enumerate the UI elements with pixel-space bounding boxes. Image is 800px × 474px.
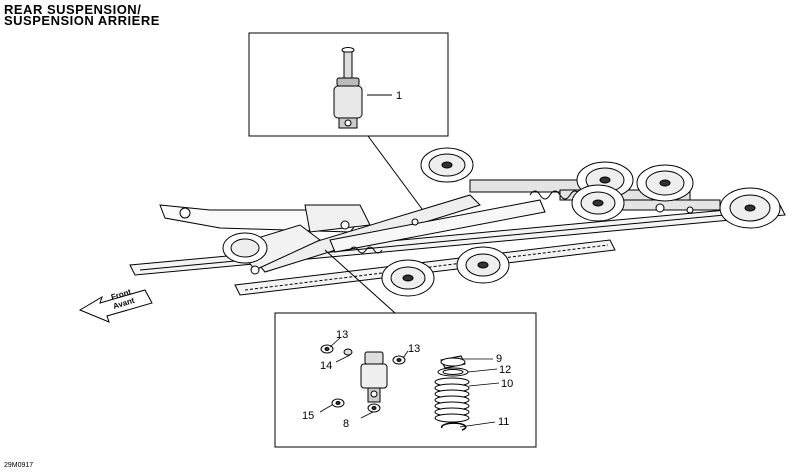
inset-box-bottom [274,312,537,448]
callout-9: 9 [496,353,502,365]
callout-13-left: 13 [336,329,348,341]
spring-stopper-part-9[interactable] [440,355,466,369]
spring-seat-part-12[interactable] [437,367,469,377]
callout-1: 1 [396,90,402,102]
diagram-code: 29M0917 [4,462,34,469]
leader-top-box [367,135,426,214]
callout-14: 14 [320,360,332,372]
center-shock-body[interactable] [360,351,388,403]
shock-absorber-part-1[interactable] [333,47,363,129]
callout-leaders [319,337,500,428]
leader-bottom-box [324,249,396,314]
lower-bushing-left[interactable] [331,398,345,408]
idler-wheel-far-rear[interactable] [719,187,781,229]
callout-11: 11 [498,416,509,428]
callout-13-right: 13 [408,343,420,355]
rear-suspension-assembly [129,179,786,296]
idler-wheel-upper-rear[interactable] [636,164,694,202]
callout-8: 8 [343,418,349,430]
idler-wheel-lower-middle[interactable] [381,259,435,297]
coil-spring-part-10[interactable] [434,377,470,423]
callout-12: 12 [499,364,511,376]
title-french: SUSPENSION ARRIERE [4,13,160,28]
retaining-ring-part-11[interactable] [440,422,467,431]
lower-sleeve[interactable] [367,403,381,413]
upper-bushing-right[interactable] [392,355,406,365]
idler-wheel-lower-rear[interactable] [456,246,510,284]
callout-10: 10 [501,378,513,390]
callout-15: 15 [302,410,314,422]
title-english: REAR SUSPENSION/ [4,2,142,17]
front-direction-arrow: Front Avant [78,287,153,323]
idler-wheel-upper-front[interactable] [420,147,474,183]
upper-sleeve-left[interactable] [343,348,353,356]
idler-wheel-lower-front[interactable] [222,232,268,264]
inset-box-top [248,32,449,137]
idler-wheel-rear-main[interactable] [571,184,625,222]
